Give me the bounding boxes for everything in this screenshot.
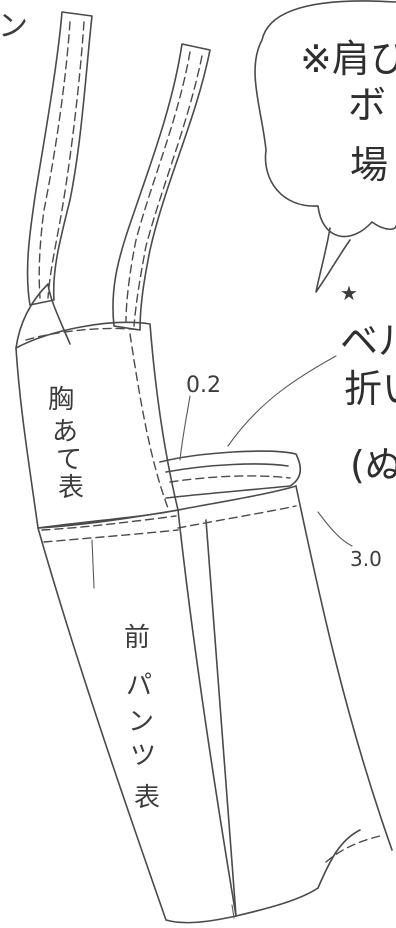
belt-leader-line bbox=[227, 355, 337, 447]
note-line-2: ボ bbox=[348, 83, 386, 127]
belt-note-line-2: 折い bbox=[344, 367, 396, 411]
bib-label: 胸 あ て 表 bbox=[48, 385, 84, 503]
belt-note-line-1: ベル bbox=[340, 319, 396, 363]
star-icon: ★ bbox=[340, 281, 358, 305]
pants-label-char: 前 bbox=[124, 623, 150, 653]
bib-front-piece bbox=[15, 283, 179, 531]
bib-label-char: 表 bbox=[58, 473, 84, 503]
top-left-mark: ン bbox=[0, 9, 28, 44]
measure-right-leader bbox=[317, 511, 353, 547]
right-shoulder-strap bbox=[112, 43, 211, 331]
back-pants-piece bbox=[159, 450, 393, 917]
pants-label: 前 パ ン ツ 表 bbox=[124, 623, 160, 813]
front-pants-piece bbox=[37, 509, 237, 924]
bib-label-char: 胸 bbox=[48, 385, 74, 415]
pants-label-char: ン bbox=[128, 707, 154, 737]
bib-label-char: て bbox=[56, 445, 82, 475]
pants-label-char: ツ bbox=[130, 741, 156, 771]
pants-label-char: パ bbox=[126, 671, 152, 701]
note-line-3: 場 bbox=[350, 143, 388, 187]
measure-top-leader bbox=[179, 395, 191, 461]
bib-label-char: あ bbox=[52, 417, 78, 447]
measure-top-label: 0.2 bbox=[186, 373, 221, 398]
pants-label-char: 表 bbox=[134, 783, 160, 813]
left-shoulder-strap bbox=[26, 11, 93, 306]
note-line-1: ※肩ひ bbox=[300, 37, 396, 81]
measure-right-label: 3.0 bbox=[350, 547, 382, 571]
note-bubble bbox=[254, 0, 396, 293]
belt-note-line-3: (ぬ bbox=[350, 443, 396, 487]
